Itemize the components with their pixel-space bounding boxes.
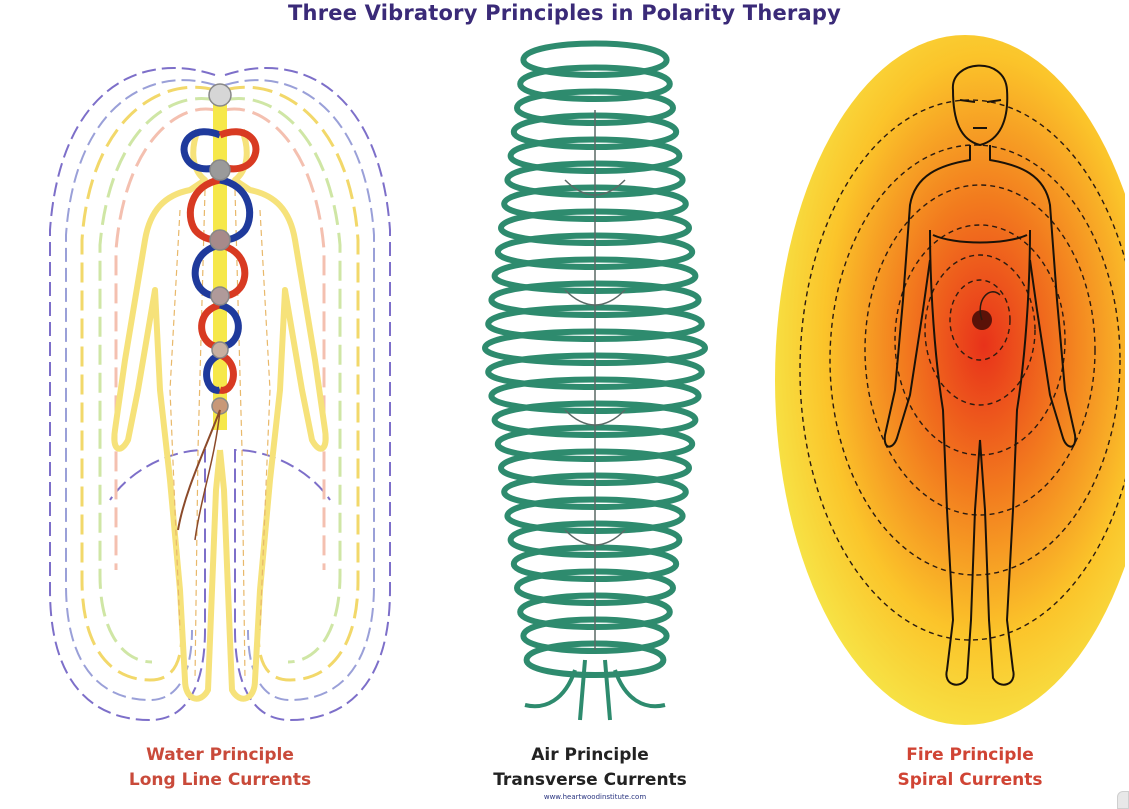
corner-handle[interactable]	[1117, 791, 1129, 809]
air-transverse-coil-icon	[482, 40, 709, 721]
air-coil-loop	[501, 184, 689, 222]
air-coil-loop	[494, 232, 696, 270]
air-coil-loop	[517, 64, 673, 102]
air-principle-panel	[465, 30, 725, 735]
water-body-energy-lines-icon	[49, 67, 391, 722]
diagram-title: Three Vibratory Principles in Polarity T…	[288, 1, 841, 25]
fire-principle-caption: Fire Principle Spiral Currents	[790, 743, 1129, 793]
fire-principle-subtitle: Spiral Currents	[897, 770, 1043, 790]
air-coil-loop	[507, 136, 683, 174]
air-coil-loop	[510, 112, 680, 150]
air-coil-loop	[523, 640, 667, 678]
fire-principle-name: Fire Principle	[906, 745, 1034, 765]
air-coil-loop	[514, 568, 677, 606]
water-principle-name: Water Principle	[146, 745, 294, 765]
fire-principle-panel	[775, 30, 1129, 735]
air-coil-loop	[501, 472, 689, 510]
air-principle-name: Air Principle	[531, 745, 649, 765]
water-principle-caption: Water Principle Long Line Currents	[40, 743, 400, 793]
credit-url: www.heartwoodinstitute.com	[543, 793, 647, 801]
water-principle-panel	[20, 30, 420, 735]
air-coil-loop	[485, 304, 705, 342]
air-coil-loop	[520, 40, 670, 78]
air-principle-subtitle: Transverse Currents	[493, 770, 687, 790]
air-coil-loop	[514, 88, 677, 126]
water-principle-subtitle: Long Line Currents	[128, 770, 312, 790]
air-coil-loop	[498, 208, 693, 246]
air-coil-loop	[504, 160, 686, 198]
air-coil-loop	[485, 352, 705, 390]
air-coil-loop	[491, 256, 699, 294]
fire-spiral-body-icon	[775, 35, 1129, 725]
air-principle-caption: Air Principle Transverse Currents	[410, 743, 770, 793]
air-coil-loop	[488, 280, 702, 318]
